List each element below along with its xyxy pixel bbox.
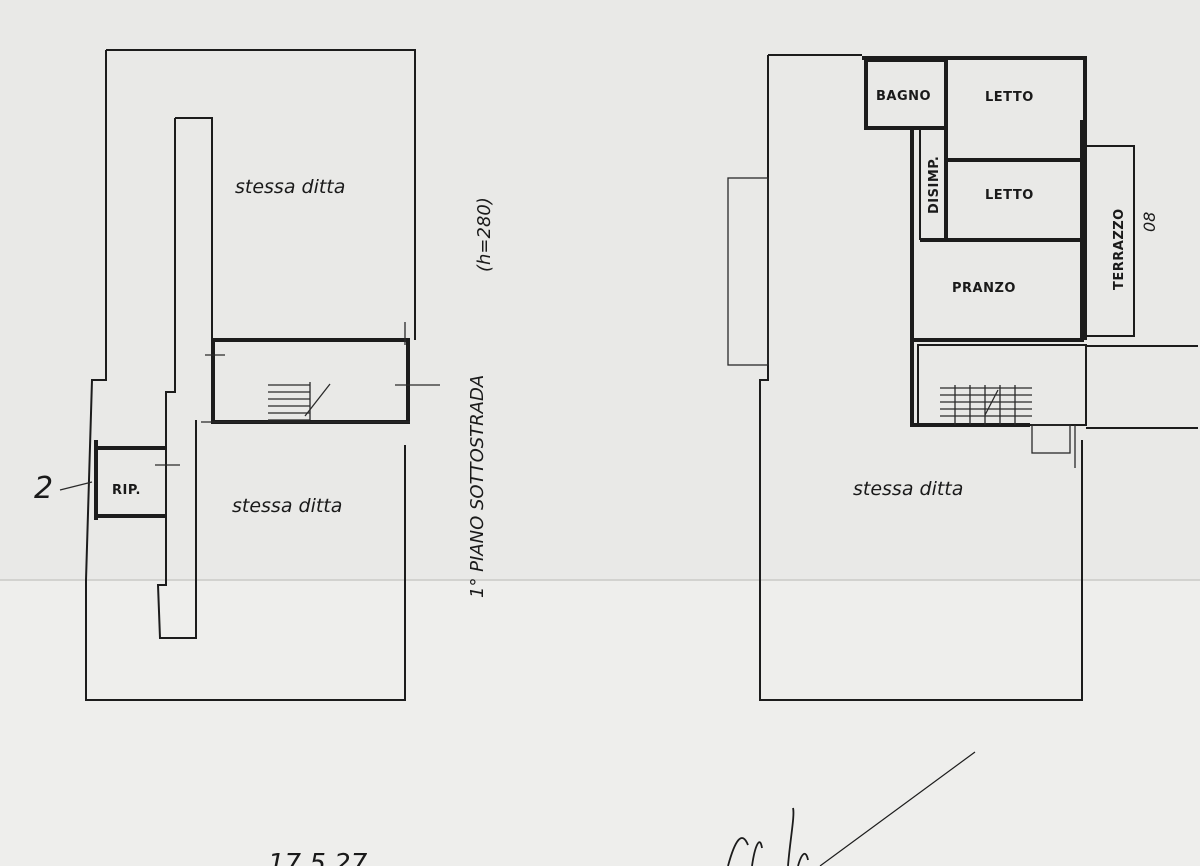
partial-number: 17.5.27 [268, 849, 368, 866]
storage-label: RIP. [112, 483, 141, 498]
hallway-label: DISIMP. [927, 156, 942, 214]
corridor-left-wall [156, 118, 197, 639]
right-stair-arrow [984, 389, 999, 416]
marginal-number: 2 [34, 471, 53, 506]
stair-block [917, 344, 1087, 426]
bedroom-1-label: LETTO [985, 90, 1034, 105]
left-floor-plan: stessa ditta stessa ditta RIP. 2 [34, 49, 440, 701]
terrace [1085, 145, 1135, 337]
entry-steps [1031, 424, 1071, 454]
signature [727, 751, 976, 866]
right-lower-room-label: stessa ditta [853, 478, 963, 500]
paper-fold-shade [0, 580, 1200, 866]
stair-treads [268, 382, 311, 421]
room-label-upper: stessa ditta [235, 176, 345, 198]
stair-arrow [304, 383, 331, 417]
dining-walls [912, 120, 1084, 342]
height-note: (h=280) [474, 197, 495, 272]
right-floor-plan: BAGNO LETTO LETTO DISIMP. PRANZO TERRAZZ… [727, 54, 1198, 701]
storage-room [94, 440, 166, 520]
floor-level-label: 1° PIANO SOTTOSTRADA [467, 375, 488, 598]
dining-label: PRANZO [952, 281, 1016, 296]
terrace-label: TERRAZZO [1112, 208, 1127, 290]
external-corridor [1086, 345, 1198, 429]
marginal-pointer [59, 481, 93, 491]
corridor-right-wall [175, 117, 213, 420]
left-outline-top [106, 49, 416, 340]
bathroom-label: BAGNO [876, 89, 931, 104]
bedroom-walls [920, 60, 1080, 242]
room-label-lower: stessa ditta [232, 495, 342, 517]
right-stair-treads [940, 385, 1032, 425]
side-annex [727, 177, 769, 366]
left-outline-side [85, 50, 406, 701]
bedroom-2-label: LETTO [985, 188, 1034, 203]
side-mark: 08 [1140, 212, 1159, 232]
